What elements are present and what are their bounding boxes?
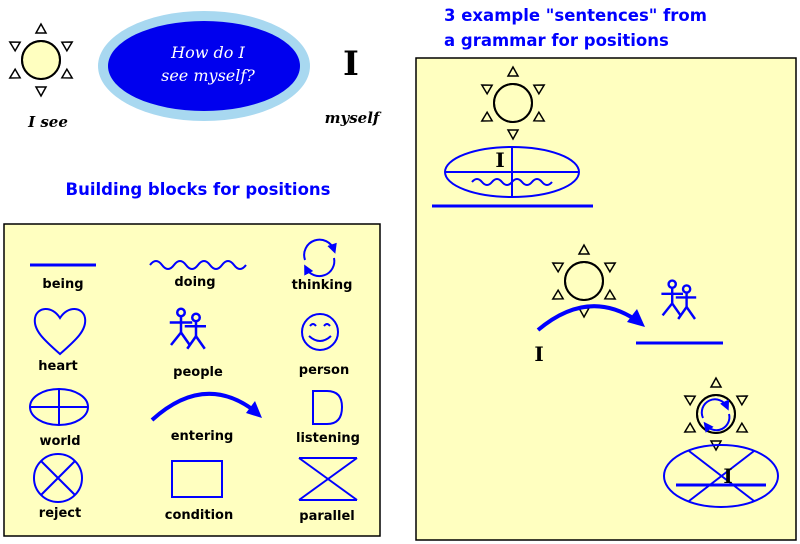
thinking-block: thinking <box>292 238 353 293</box>
world-globe-icon <box>29 388 89 426</box>
block-label: world <box>39 434 80 449</box>
thinking-cycle-icon <box>700 398 731 433</box>
condition-block: condition <box>165 460 234 523</box>
ear-icon <box>312 390 344 425</box>
being-block: being <box>30 263 96 292</box>
entering-block: entering <box>150 391 262 444</box>
heart-block: heart <box>33 308 87 374</box>
examples-title-line-1: 3 example "sentences" from <box>444 6 707 25</box>
block-label: thinking <box>292 278 353 293</box>
blocks-panel <box>3 223 381 537</box>
entering-arrow-icon <box>536 304 638 332</box>
sentence-2: I <box>534 244 723 366</box>
block-label: people <box>173 365 223 380</box>
heart-icon <box>33 308 87 356</box>
doing-wave-icon <box>471 178 553 186</box>
doing-wave-icon <box>149 260 247 270</box>
parallel-block: parallel <box>298 457 358 524</box>
block-label: entering <box>171 429 234 444</box>
listening-block: listening <box>296 390 360 446</box>
sentence-3: I <box>663 377 779 508</box>
block-label: person <box>299 363 349 378</box>
block-label: reject <box>39 506 81 521</box>
sentence-1-i-label: I <box>495 148 504 172</box>
myself-label: myself <box>325 109 382 127</box>
block-label: parallel <box>299 509 354 524</box>
reject-ellipse-icon <box>663 444 779 508</box>
parallel-hourglass-icon <box>298 457 358 501</box>
blocks-title: Building blocks for positions <box>66 180 331 199</box>
entering-arrow-icon <box>150 391 258 422</box>
i-see-label: I see <box>27 113 68 131</box>
thinking-cycle-icon <box>303 238 337 278</box>
entering-arrowhead <box>627 309 645 327</box>
doing-block: doing <box>149 260 247 290</box>
sentence-1: I <box>432 66 593 208</box>
sun-icon <box>6 23 76 97</box>
world-block: world <box>29 388 89 449</box>
block-label: being <box>42 277 83 292</box>
block-label: listening <box>296 431 360 446</box>
entering-arrowhead <box>246 401 262 418</box>
reject-block: reject <box>33 453 83 521</box>
examples-title-line-2: a grammar for positions <box>444 31 669 50</box>
condition-box-icon <box>171 460 223 498</box>
smiley-face-icon <box>301 313 339 351</box>
block-label: condition <box>165 508 234 523</box>
reject-cross-icon <box>33 453 83 503</box>
block-label: heart <box>38 359 77 374</box>
header: I see How do I see myself? I myself <box>6 11 382 131</box>
world-globe-icon <box>444 146 580 198</box>
sentence-2-i-label: I <box>534 342 543 366</box>
thought-bubble: How do I see myself? <box>98 11 310 121</box>
bubble-line-1: How do I <box>170 43 245 62</box>
people-block: people <box>168 307 223 380</box>
block-label: doing <box>174 275 215 290</box>
person-block: person <box>299 313 349 378</box>
big-i-label: I <box>343 44 359 84</box>
sentence-3-i-label: I <box>723 464 732 488</box>
bubble-line-2: see myself? <box>161 66 255 85</box>
